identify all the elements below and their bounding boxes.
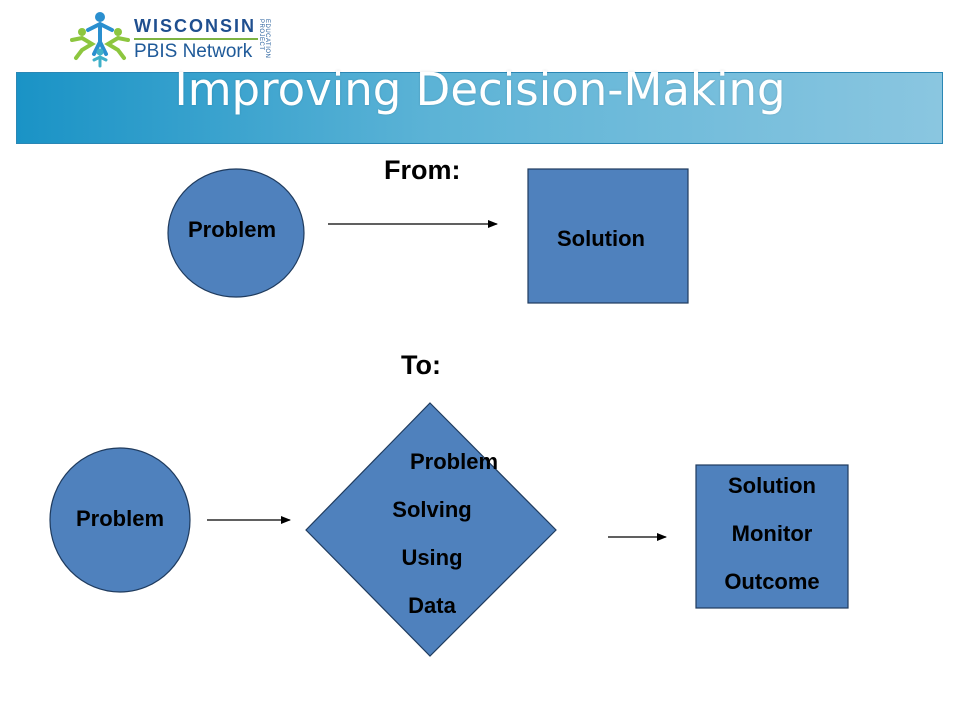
page-title: Improving Decision-Making [174,63,786,116]
from-problem-label: Problem [187,217,277,242]
outcome-line-outcome: Outcome [724,569,820,594]
logo-divider [134,38,258,40]
outcome-line-solution: Solution [728,473,816,498]
logo-wisconsin-text: WISCONSIN [134,16,257,36]
wisconsin-pbis-logo: WISCONSIN PBIS Network EDUCATION PROJECT [68,10,288,68]
to-heading: To: [401,350,441,380]
outcome-box [695,464,849,609]
from-solution-box [527,168,689,304]
process-line-solving: Solving [392,497,472,522]
to-problem-label: Problem [75,506,165,531]
from-problem-circle [167,168,305,298]
logo-network-text: PBIS Network [134,41,253,62]
from-solution-label: Solution [557,226,645,251]
process-line-using: Using [401,545,463,570]
outcome-line-monitor: Monitor [731,521,813,546]
title-banner [16,72,943,144]
to-problem-circle [49,447,191,593]
process-diamond [305,402,557,657]
logo-vertical-text: EDUCATION PROJECT [258,19,270,59]
from-heading: From: [384,155,461,185]
people-figures-icon [70,12,130,68]
process-line-problem: Problem [409,449,499,474]
process-line-data: Data [408,593,456,618]
